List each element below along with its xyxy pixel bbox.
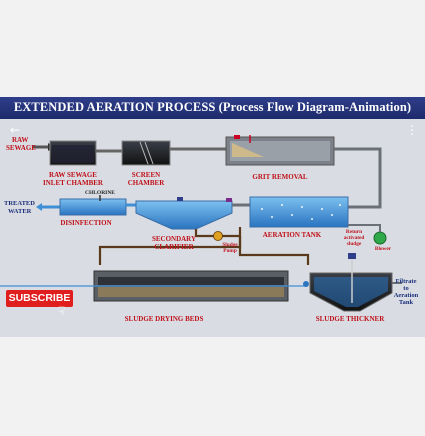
label-drying-beds: SLUDGE DRYING BEDS [125, 315, 204, 323]
label-filtrate-3: Aeration [394, 292, 419, 299]
subscribe-button[interactable]: SUBSCRIBE [6, 290, 73, 307]
label-disinfection: DISINFECTION [60, 219, 111, 227]
label-grit-removal: GRIT REMOVAL [252, 173, 308, 181]
waste-sludge-pipe [238, 236, 310, 265]
label-return-3: sludge [347, 241, 362, 247]
label-return-2: activated [344, 235, 365, 241]
label-screen-2: CHAMBER [128, 179, 166, 187]
label-pump-2: Pump [223, 248, 237, 254]
diagram-title: EXTENDED AERATION PROCESS (Process Flow … [13, 100, 412, 114]
label-clarifier-1: SECONDARY [152, 235, 196, 243]
label-screen-1: SCREEN [132, 171, 160, 179]
label-aeration-tank: AERATION TANK [263, 231, 322, 239]
disinfection-tank [59, 198, 127, 216]
label-raw: RAW [12, 136, 28, 144]
more-vert-icon[interactable]: ⋮ [406, 123, 418, 137]
blower [373, 231, 387, 245]
label-treated: TREATED [4, 200, 35, 207]
label-filtrate-2: to [403, 285, 408, 292]
label-pump-1: Sludge [222, 242, 238, 248]
video-frame[interactable]: EXTENDED AERATION PROCESS (Process Flow … [0, 97, 425, 337]
label-water: WATER [8, 208, 32, 215]
aeration-tank [249, 196, 349, 228]
label-chlorine: CHLORINE [85, 190, 115, 196]
sludge-pump [213, 231, 223, 241]
back-arrow-icon[interactable]: ← [10, 123, 21, 137]
hand-cursor-icon: ☟ [58, 304, 66, 318]
label-clarifier-2: CLARIFIER [154, 243, 194, 251]
label-blower: Blower [375, 246, 392, 252]
label-inlet-1: RAW SEWAGE [49, 171, 97, 179]
secondary-clarifier [135, 200, 233, 230]
label-filtrate-4: Tank [399, 299, 414, 306]
title-bar: EXTENDED AERATION PROCESS (Process Flow … [0, 97, 425, 119]
label-thickner: SLUDGE THICKNER [316, 315, 385, 323]
label-filtrate-1: Filtrate [396, 278, 417, 285]
label-sewage: SEWAGE [6, 144, 36, 152]
label-return-1: Return [346, 229, 362, 235]
label-inlet-2: INLET CHAMBER [43, 179, 104, 187]
grit-to-aeration-pipe [334, 147, 382, 209]
